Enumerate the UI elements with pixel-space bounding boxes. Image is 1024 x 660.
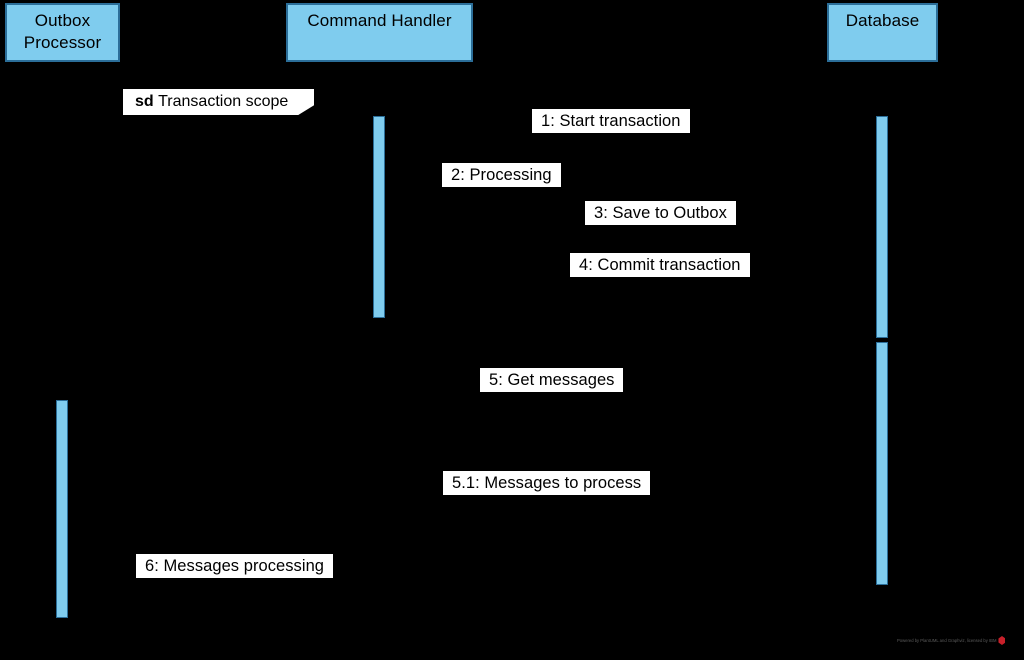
participant-command-handler[interactable]: Command Handler bbox=[286, 3, 473, 62]
participant-outbox-processor-line1: Outbox bbox=[34, 11, 91, 30]
interaction-frame-transaction-scope bbox=[123, 88, 893, 333]
message-arrow-1 bbox=[385, 136, 876, 144]
participant-command-handler-label: Command Handler bbox=[307, 11, 452, 30]
frame-keyword: sd bbox=[135, 93, 154, 110]
message-arrow-5 bbox=[68, 396, 876, 404]
lifeline-outbox-processor bbox=[61, 62, 63, 618]
message-label-3: 3: Save to Outbox bbox=[585, 201, 736, 225]
message-label-1: 1: Start transaction bbox=[532, 109, 690, 133]
message-arrow-4 bbox=[385, 280, 876, 288]
activation-outbox-processor bbox=[56, 400, 68, 618]
participant-outbox-processor[interactable]: Outbox Processor bbox=[5, 3, 120, 62]
participant-database[interactable]: Database bbox=[827, 3, 938, 62]
message-label-4: 4: Commit transaction bbox=[570, 253, 750, 277]
activation-command-handler bbox=[373, 116, 385, 318]
participant-database-label: Database bbox=[845, 11, 920, 30]
message-label-5-1: 5.1: Messages to process bbox=[443, 471, 651, 495]
participant-outbox-processor-line2: Processor bbox=[23, 33, 102, 53]
message-arrow-3 bbox=[385, 228, 876, 236]
frame-title: Transaction scope bbox=[158, 93, 289, 110]
lifeline-command-handler bbox=[378, 62, 380, 618]
lifeline-database bbox=[881, 62, 883, 618]
message-arrow-5-1 bbox=[68, 500, 876, 508]
activation-database-2 bbox=[876, 342, 888, 585]
message-arrow-2 bbox=[385, 188, 876, 196]
activation-database-1 bbox=[876, 116, 888, 338]
watermark-text: Powered by PlantUML and Graphviz, licens… bbox=[897, 637, 997, 643]
watermark-logo-icon bbox=[998, 636, 1006, 645]
message-label-5: 5: Get messages bbox=[480, 368, 624, 392]
message-label-2: 2: Processing bbox=[442, 163, 561, 187]
frame-label-transaction-scope: sd Transaction scope bbox=[123, 89, 314, 115]
message-label-6: 6: Messages processing bbox=[136, 554, 334, 578]
watermark: Powered by PlantUML and Graphviz, licens… bbox=[897, 636, 1006, 645]
